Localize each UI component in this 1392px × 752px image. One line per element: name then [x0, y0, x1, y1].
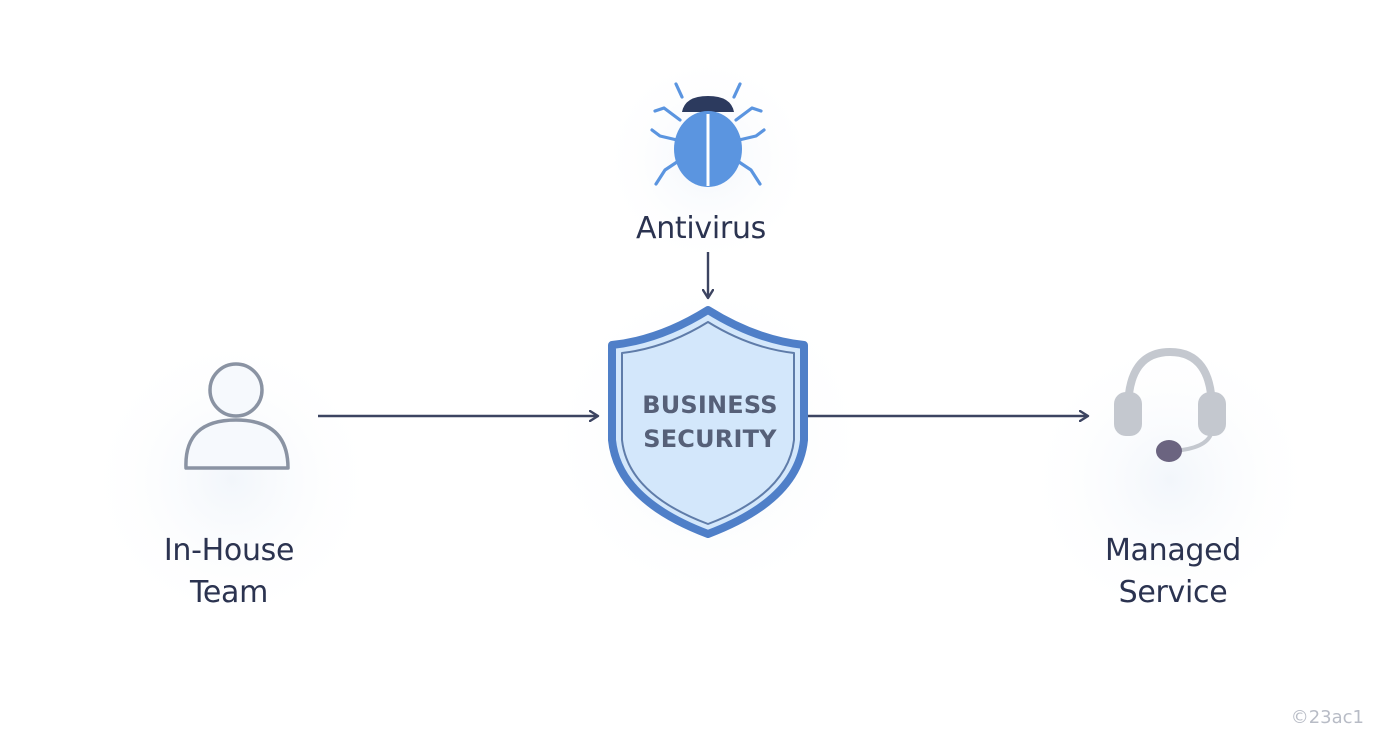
in-house-team-label: In-House Team	[110, 530, 348, 614]
business-security-label: BUSINESS SECURITY	[610, 388, 810, 456]
user-icon	[184, 362, 290, 470]
managed-service-label: Managed Service	[1050, 530, 1296, 614]
business-text: BUSINESS	[642, 391, 778, 419]
in-house-halo	[82, 330, 382, 630]
antivirus-label: Antivirus	[560, 208, 842, 250]
headset-icon	[1114, 347, 1226, 462]
service-line: Service	[1118, 575, 1228, 610]
antivirus-text: Antivirus	[635, 211, 766, 246]
watermark: ©23ac1	[1290, 707, 1364, 728]
security-text: SECURITY	[643, 425, 777, 453]
bug-icon	[650, 82, 766, 187]
in-house-line: In-House	[163, 533, 295, 568]
team-line: Team	[189, 575, 269, 610]
mic-icon	[1156, 440, 1182, 462]
shield-icon	[608, 306, 808, 538]
managed-line: Managed	[1104, 533, 1242, 568]
managed-halo	[1020, 330, 1320, 630]
